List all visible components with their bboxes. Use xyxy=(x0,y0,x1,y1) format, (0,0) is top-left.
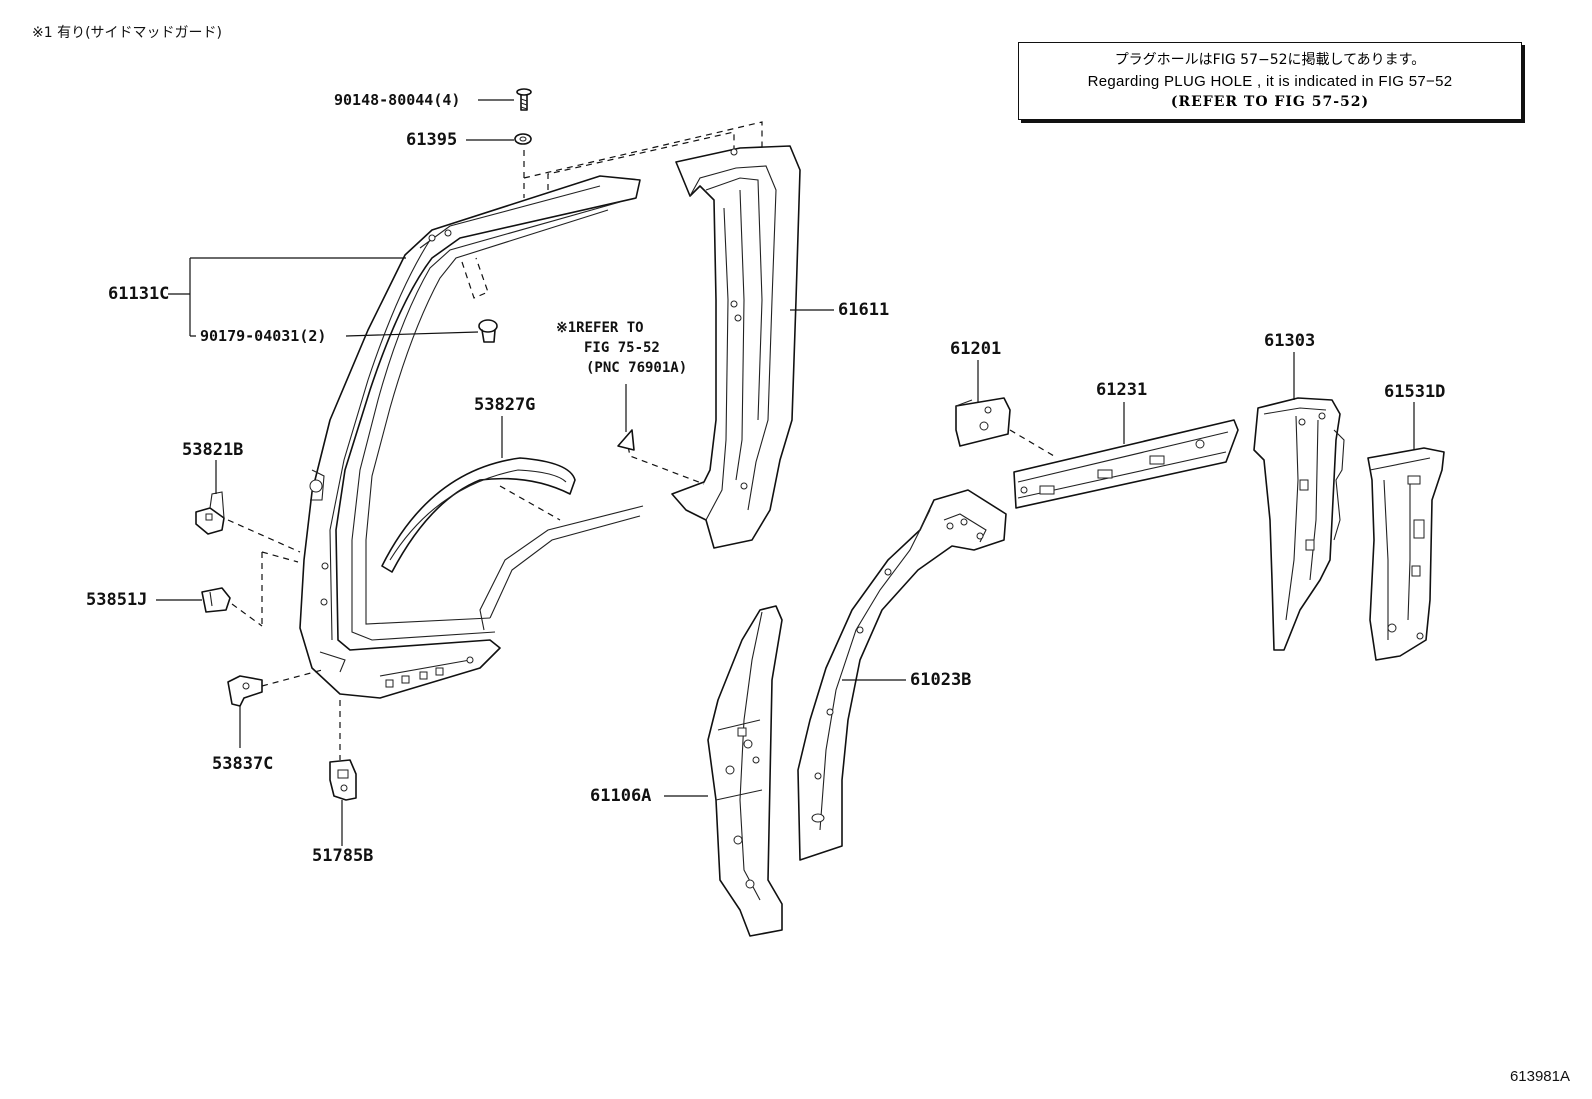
plug-triangle-part[interactable] xyxy=(617,429,635,451)
notice-line-en: Regarding PLUG HOLE , it is indicated in… xyxy=(1087,73,1453,90)
label-bracket-d[interactable]: 51785B xyxy=(312,846,374,866)
label-reinforcement[interactable]: 61201 xyxy=(950,339,1002,359)
label-pillar-d[interactable]: 61531D xyxy=(1384,382,1446,402)
pillar-inner-a-part[interactable] xyxy=(707,605,783,937)
rail-part[interactable] xyxy=(1013,419,1239,509)
label-washer[interactable]: 61395 xyxy=(406,130,458,150)
pillar-c-part[interactable] xyxy=(1253,397,1345,651)
pillar-d-part[interactable] xyxy=(1367,447,1445,661)
refer-note-line2: FIG 75-52 xyxy=(584,340,660,356)
figure-code: 613981A xyxy=(1509,1068,1570,1085)
label-bolt[interactable]: 90148-80044(4) xyxy=(334,91,461,109)
notice-line-refer: (REFER TO FIG 57-52) xyxy=(1170,94,1370,110)
bracket-51785b-part[interactable] xyxy=(329,759,357,801)
bolt-part[interactable] xyxy=(516,88,532,111)
label-rail[interactable]: 61231 xyxy=(1096,380,1148,400)
bracket-53837c-part[interactable] xyxy=(227,675,263,707)
label-pillar-inner-a[interactable]: 61106A xyxy=(590,786,652,806)
bracket-53821b-part[interactable] xyxy=(195,491,225,535)
reinforcement-part[interactable] xyxy=(955,397,1011,447)
top-note: ※1 有り(サイドマッドガード) xyxy=(32,25,223,41)
clip-part[interactable] xyxy=(478,319,498,343)
pillar-inner-b-part[interactable] xyxy=(797,489,1007,861)
notice-line-jp: プラグホールはFIG 57−52に掲載してあります。 xyxy=(1114,52,1426,68)
label-outer-panel[interactable]: 61131C xyxy=(108,284,170,304)
refer-note-line1: ※1REFER TO xyxy=(556,320,644,336)
label-wheel-moulding[interactable]: 53827G xyxy=(474,395,536,415)
refer-note: ※1REFER TO FIG 75-52 (PNC 76901A) xyxy=(556,318,687,378)
wheel-moulding-part[interactable] xyxy=(381,457,576,573)
label-bracket-c[interactable]: 53837C xyxy=(212,754,274,774)
outer-panel-part[interactable] xyxy=(299,175,644,699)
label-pillar-inner-b[interactable]: 61023B xyxy=(910,670,972,690)
washer-part[interactable] xyxy=(514,133,532,145)
bracket-53851j-part[interactable] xyxy=(201,587,231,613)
label-pillar-c[interactable]: 61303 xyxy=(1264,331,1316,351)
refer-note-line3: (PNC 76901A) xyxy=(586,360,688,376)
label-pillar-outer-rear[interactable]: 61611 xyxy=(838,300,890,320)
label-bracket-a[interactable]: 53821B xyxy=(182,440,244,460)
label-bracket-b[interactable]: 53851J xyxy=(86,590,148,610)
pillar-outer-rear-part[interactable] xyxy=(671,145,801,549)
label-clip[interactable]: 90179-04031(2) xyxy=(200,327,327,345)
notice-box: プラグホールはFIG 57−52に掲載してあります。 Regarding PLU… xyxy=(1018,42,1522,120)
